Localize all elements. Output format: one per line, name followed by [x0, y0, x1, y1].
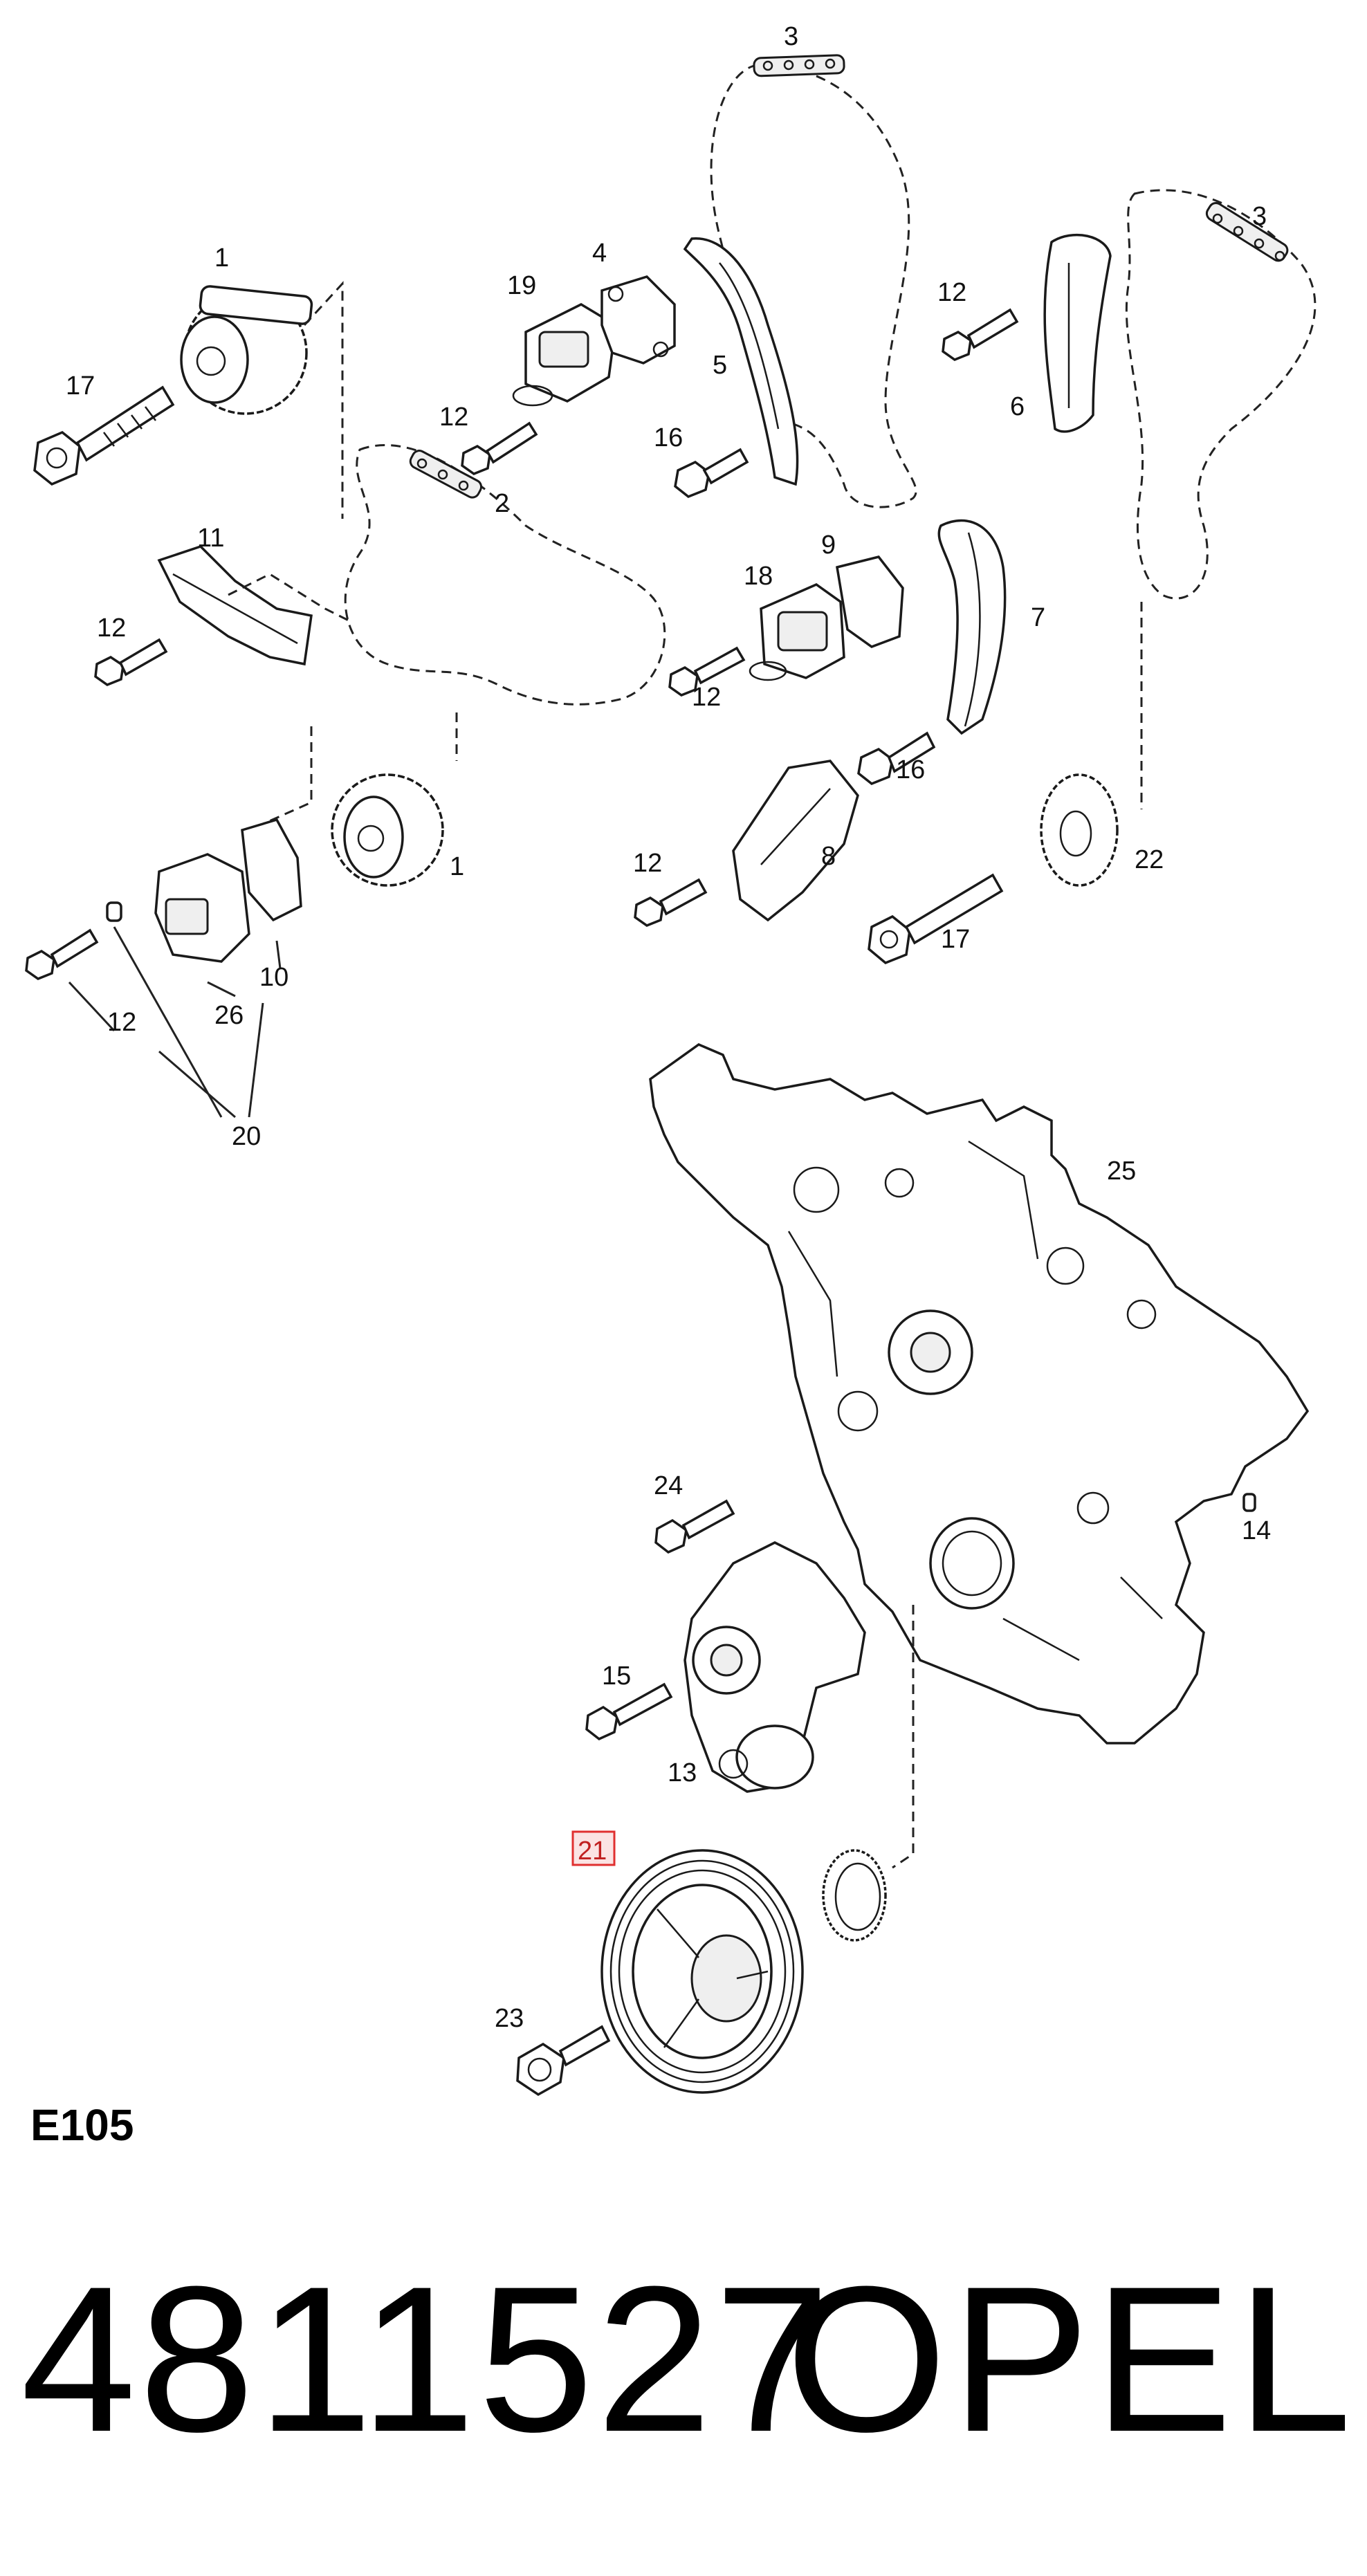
tensioner-bolt-15	[585, 1682, 673, 1741]
callout-4: 4	[592, 239, 607, 268]
front-crank-seal	[822, 1849, 887, 1942]
callout-12-top: 12	[439, 403, 468, 432]
tensioner-bolt-24	[654, 1499, 735, 1554]
timing-chain-intermediate	[344, 444, 666, 706]
guide-bolt-upper	[674, 448, 749, 499]
camshaft-actuator	[154, 853, 250, 963]
callout-1-top: 1	[214, 243, 229, 273]
chain-tensioner-lower	[749, 582, 845, 681]
callout-7: 7	[1031, 603, 1045, 632]
camshaft-sprocket-top	[180, 285, 313, 415]
bolt-12-far-left	[25, 928, 99, 980]
callout-12-lower-center: 12	[633, 849, 662, 878]
tensioner-gasket-lower	[836, 555, 904, 648]
chain-segment-right	[1205, 202, 1289, 262]
callout-3-top: 3	[784, 22, 798, 51]
callout-20: 20	[232, 1122, 261, 1151]
callout-2: 2	[495, 489, 509, 518]
dowel-pin	[1242, 1493, 1256, 1512]
callout-8: 8	[821, 842, 836, 871]
callout-16-lower: 16	[896, 755, 925, 784]
callout-12-left: 12	[97, 614, 126, 643]
crankshaft-pulley	[600, 1849, 804, 2094]
callout-3-right: 3	[1252, 202, 1267, 231]
callout-13: 13	[668, 1758, 697, 1787]
page-code: E105	[30, 2100, 134, 2150]
callout-14: 14	[1242, 1516, 1271, 1545]
bolt-12-left	[94, 638, 168, 686]
actuator-gasket	[241, 818, 302, 922]
callout-25: 25	[1107, 1157, 1136, 1186]
callout-16-top: 16	[654, 423, 683, 452]
callout-12-top-right: 12	[937, 278, 966, 307]
bolt-12-center	[668, 646, 746, 697]
callout-1-lower: 1	[450, 852, 464, 881]
chain-guide-long	[937, 519, 1007, 735]
callout-5: 5	[713, 351, 727, 380]
tensioner-guide-8	[732, 760, 859, 922]
timing-chain-primary	[710, 64, 917, 508]
callout-11: 11	[197, 524, 224, 553]
camshaft-bolt-left	[33, 385, 175, 486]
highlight-box-21	[571, 1830, 616, 1866]
callout-23: 23	[495, 2004, 524, 2033]
callout-21: 21	[578, 1837, 607, 1866]
chain-guide-upper	[683, 237, 799, 486]
chain-tensioner-upper	[512, 303, 617, 407]
callout-17-top: 17	[66, 371, 95, 401]
chain-guide-lower-left	[157, 544, 313, 666]
callout-19: 19	[507, 271, 536, 300]
callout-17-lower: 17	[941, 925, 970, 954]
callout-12-far-left: 12	[107, 1008, 136, 1037]
camshaft-sprocket-lower	[331, 773, 444, 887]
callout-26: 26	[214, 1001, 244, 1030]
bolt-12-top-right	[942, 308, 1019, 361]
callout-9: 9	[821, 531, 836, 560]
callout-18: 18	[744, 562, 773, 591]
guide-bolt-lower	[857, 731, 936, 786]
washer-20	[106, 901, 122, 922]
crankshaft-sprocket	[1040, 773, 1119, 887]
callout-15: 15	[602, 1662, 631, 1691]
callout-24: 24	[654, 1471, 683, 1500]
pulley-bolt	[516, 2025, 611, 2097]
callout-22: 22	[1135, 845, 1164, 874]
chain-segment-top	[753, 54, 845, 77]
callout-6: 6	[1010, 392, 1025, 421]
timing-chain-secondary	[1125, 189, 1316, 600]
brand-name: OPEL	[785, 2243, 1356, 2475]
chain-guide-right	[1043, 233, 1112, 433]
callout-12-center: 12	[692, 683, 721, 712]
chain-segment-middle	[409, 450, 483, 499]
camshaft-bolt-lower	[868, 873, 1004, 965]
footer: 4811527 OPEL	[21, 2234, 1356, 2483]
bolt-12-top	[461, 421, 538, 475]
bolt-12-lower-center	[634, 878, 708, 927]
tensioner-gasket-upper	[600, 275, 676, 365]
timing-cover	[649, 1043, 1310, 1745]
belt-tensioner	[684, 1541, 866, 1793]
callout-10: 10	[259, 963, 288, 992]
part-number: 4811527	[21, 2243, 833, 2475]
